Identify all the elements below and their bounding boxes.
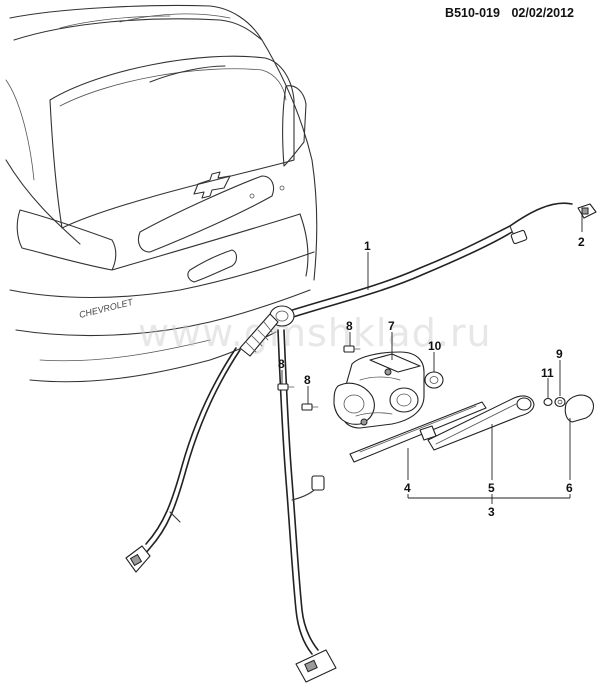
callout-8b: 8 xyxy=(278,357,285,371)
callout-5: 5 xyxy=(488,481,495,495)
nut-11 xyxy=(543,397,553,407)
seal-10 xyxy=(424,371,444,389)
callout-8c: 8 xyxy=(304,373,311,387)
callout-10: 10 xyxy=(428,339,442,353)
callout-1: 1 xyxy=(364,239,371,253)
wiper-motor xyxy=(333,351,425,429)
callouts: 1 2 3 4 5 6 7 8 8 8 9 10 11 xyxy=(278,235,585,519)
callout-11: 11 xyxy=(541,366,554,380)
callout-2: 2 xyxy=(578,235,585,249)
wiper-blade xyxy=(349,401,487,463)
washer-9 xyxy=(554,396,566,408)
callout-9: 9 xyxy=(556,347,563,361)
watermark-text: www.gmshklad.ru xyxy=(138,311,492,355)
wiper-arm xyxy=(427,395,535,451)
bolt-8c xyxy=(301,403,319,411)
cap-6 xyxy=(564,394,595,423)
wiring-harness xyxy=(125,202,597,683)
callout-3: 3 xyxy=(488,505,495,519)
emblem-text: CHEVROLET xyxy=(78,297,135,320)
bolt-8b xyxy=(277,383,295,391)
callout-8a: 8 xyxy=(346,319,353,333)
bolt-8a xyxy=(343,345,361,353)
diagram-header: B510-019 02/02/2012 xyxy=(445,6,574,20)
diagram-code: B510-019 xyxy=(445,6,500,20)
leader-lines xyxy=(281,214,583,504)
callout-4: 4 xyxy=(404,481,411,495)
callout-6: 6 xyxy=(566,481,573,495)
diagram-date: 02/02/2012 xyxy=(511,6,574,20)
callout-7: 7 xyxy=(388,319,395,333)
